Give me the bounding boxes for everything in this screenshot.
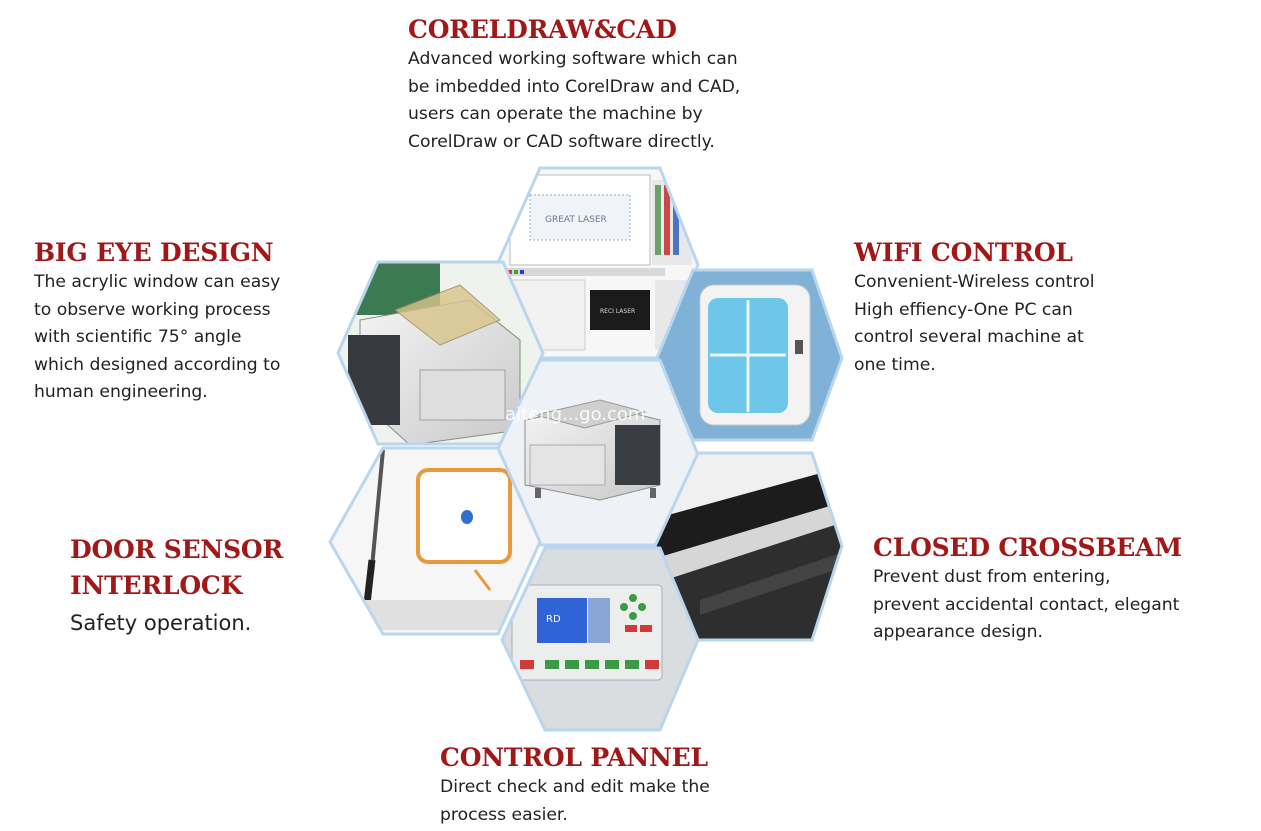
hex-control-panel: RD xyxy=(500,546,700,732)
watermark-text: aiteng...go.com xyxy=(505,404,645,425)
feature-description: Prevent dust from entering, prevent acci… xyxy=(873,567,1180,642)
hex-wifi-module xyxy=(655,268,844,442)
feature-title: CLOSED CROSSBEAM xyxy=(873,533,1182,562)
feature-description: Safety operation. xyxy=(70,611,252,635)
svg-text:RECI LASER: RECI LASER xyxy=(600,308,635,315)
feature-title: CONTROL PANNEL xyxy=(440,743,708,772)
feature-big-eye: BIG EYE DESIGN The acrylic window can ea… xyxy=(34,237,334,407)
feature-title: WIFI CONTROL xyxy=(854,238,1073,267)
feature-coreldraw: CORELDRAW&CAD Advanced working software … xyxy=(408,14,808,156)
panel-screen-logo: RD xyxy=(546,614,561,625)
hex-software-screenshot: GREAT LASER RECI LASER xyxy=(495,166,700,360)
svg-text:GREAT LASER: GREAT LASER xyxy=(545,215,607,225)
feature-door-sensor: DOOR SENSOR INTERLOCK Safety operation. xyxy=(70,532,330,638)
feature-description: Convenient-Wireless control High effienc… xyxy=(854,272,1095,375)
feature-title: CORELDRAW&CAD xyxy=(408,15,677,44)
feature-description: The acrylic window can easy to observe w… xyxy=(34,272,281,402)
feature-wifi: WIFI CONTROL Convenient-Wireless control… xyxy=(854,237,1184,379)
feature-description: Direct check and edit make the process e… xyxy=(440,777,710,825)
feature-crossbeam: CLOSED CROSSBEAM Prevent dust from enter… xyxy=(873,532,1243,647)
hex-acrylic-window xyxy=(336,260,545,446)
feature-description: Advanced working software which can be i… xyxy=(408,49,741,152)
feature-title-line2: INTERLOCK xyxy=(70,571,243,600)
hex-door-sensor xyxy=(328,446,542,636)
feature-title: BIG EYE DESIGN xyxy=(34,238,274,267)
feature-control-panel: CONTROL PANNEL Direct check and edit mak… xyxy=(440,742,800,829)
feature-title-line1: DOOR SENSOR xyxy=(70,535,284,564)
hex-crossbeam xyxy=(653,451,844,642)
